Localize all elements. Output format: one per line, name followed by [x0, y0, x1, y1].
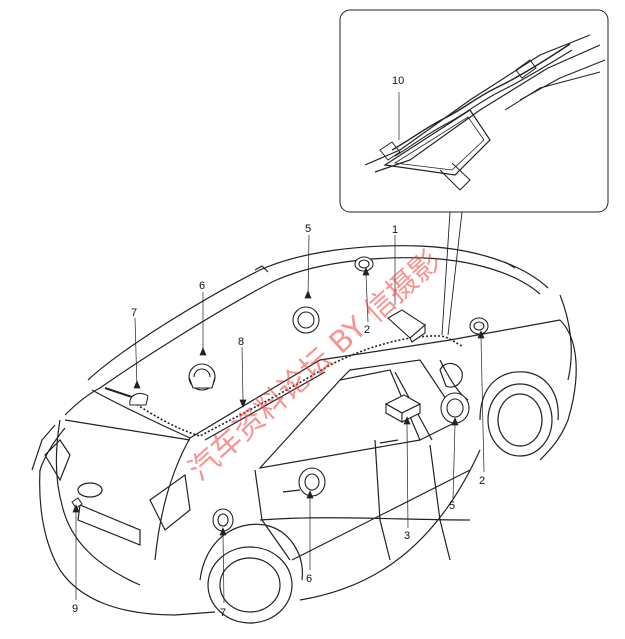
watermark: 汽车资料论坛 BY 信摄影	[182, 244, 448, 488]
roof-antenna	[104, 387, 149, 406]
callout-6-upper: 6	[199, 280, 205, 292]
tweeter-2-upper	[354, 256, 374, 272]
speaker-6-upper	[188, 363, 216, 391]
callout-5-door: 5	[449, 500, 455, 512]
head-unit-3	[384, 394, 422, 423]
callout-7-antenna: 7	[131, 307, 137, 319]
callout-1: 1	[392, 224, 398, 236]
vehicle-outline	[31, 245, 577, 624]
leader-lines	[72, 234, 485, 604]
callout-5-upper: 5	[305, 223, 311, 235]
speaker-5-upper	[292, 306, 320, 334]
callout-3: 3	[404, 530, 410, 542]
callout-8: 8	[238, 336, 244, 348]
callout-9: 9	[72, 603, 78, 615]
rear-sensor-9	[71, 497, 83, 509]
callout-2-front: 2	[479, 475, 485, 487]
tweeter-2-front	[469, 317, 489, 335]
antenna-cable	[129, 335, 463, 437]
detail-inset: 10	[339, 9, 609, 213]
callout-7-quarter: 7	[220, 607, 226, 619]
inset-frame	[339, 9, 609, 213]
module-1	[387, 309, 426, 343]
speaker-6-rear-door	[298, 467, 326, 497]
speaker-5-front-door	[440, 392, 470, 424]
callout-10: 10	[392, 75, 404, 87]
callout-6-door: 6	[306, 573, 312, 585]
callout-2-upper: 2	[364, 324, 370, 336]
